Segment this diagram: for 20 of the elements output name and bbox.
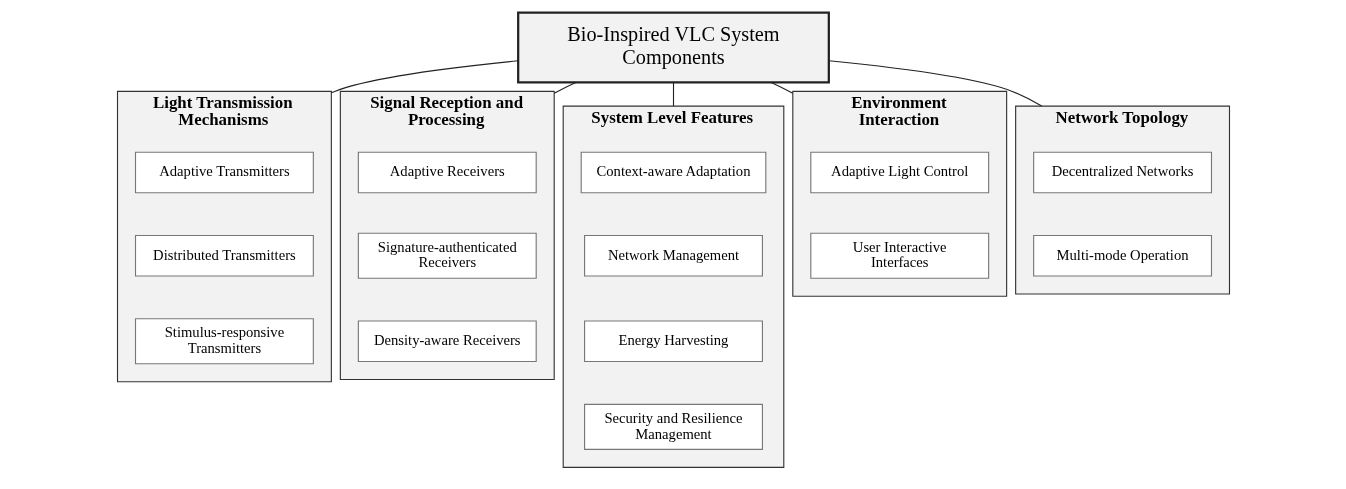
node-box: Distributed Transmitters	[134, 234, 314, 277]
connector	[827, 60, 1042, 107]
node-box: Bio-Inspired VLC System Components	[516, 11, 830, 84]
node-box: Adaptive Transmitters	[134, 151, 314, 194]
node-box: Stimulus-responsive Transmitters	[134, 318, 314, 365]
node-box: Density-aware Receivers	[357, 320, 537, 363]
node-box: Network Management	[583, 234, 763, 277]
connector	[672, 81, 674, 107]
connector	[553, 81, 576, 94]
node-box: Energy Harvesting	[583, 320, 763, 363]
node-box: Decentralized Networks	[1032, 151, 1212, 194]
node-box: Adaptive Receivers	[357, 151, 537, 194]
node-box: Context-aware Adaptation	[580, 151, 766, 194]
node-box: Multi-mode Operation	[1032, 234, 1212, 277]
connector	[330, 60, 519, 94]
node-box: User Interactive Interfaces	[809, 232, 989, 279]
connector	[770, 81, 793, 94]
node-box: Signature-authenticated Receivers	[357, 232, 537, 279]
node-box: Security and Resilience Management	[583, 403, 763, 450]
node-box: Adaptive Light Control	[809, 151, 989, 194]
